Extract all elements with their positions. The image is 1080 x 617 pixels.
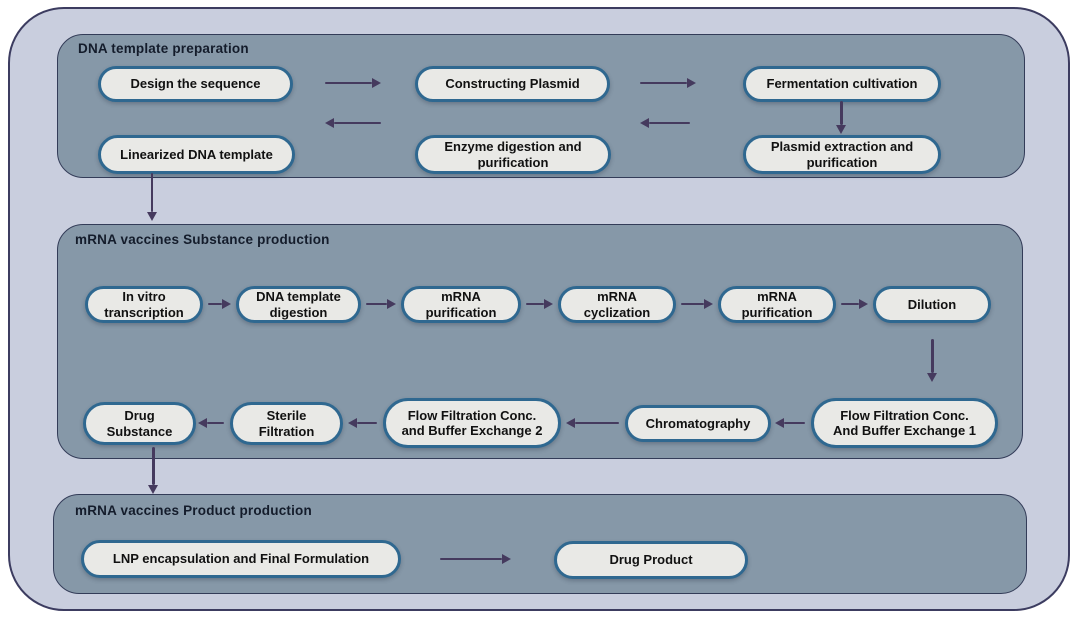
- section-dna-template-preparation: DNA template preparation Design the sequ…: [57, 34, 1025, 178]
- node-design-the-sequence: Design the sequence: [98, 66, 293, 102]
- section-mrna-substance-production: mRNA vaccines Substance production In vi…: [57, 224, 1023, 459]
- arrow-sterile-to-drug-substance: [207, 421, 224, 424]
- node-mrna-purification-1: mRNA purification: [401, 286, 521, 323]
- arrow-dilution-down-to-ffc1: [931, 339, 934, 373]
- section-mrna-product-production: mRNA vaccines Product production LNP enc…: [53, 494, 1027, 594]
- node-mrna-purification-2: mRNA purification: [718, 286, 836, 323]
- node-dilution: Dilution: [873, 286, 991, 323]
- arrow-extraction-to-enzyme: [649, 121, 690, 124]
- node-plasmid-extraction-purification: Plasmid extraction and purification: [743, 135, 941, 174]
- arrow-plasmid-to-fermentation: [640, 81, 687, 84]
- node-in-vitro-transcription: In vitro transcription: [85, 286, 203, 323]
- node-mrna-cyclization: mRNA cyclization: [558, 286, 676, 323]
- node-flow-filtration-buffer-exchange-2: Flow Filtration Conc. and Buffer Exchang…: [383, 398, 561, 448]
- arrow-fermentation-down-to-extraction: [840, 101, 843, 125]
- node-constructing-plasmid: Constructing Plasmid: [415, 66, 610, 102]
- arrow-purification2-to-dilution: [841, 302, 859, 305]
- node-linearized-dna-template: Linearized DNA template: [98, 135, 295, 174]
- node-drug-product: Drug Product: [554, 541, 748, 579]
- diagram-outer-panel: DNA template preparation Design the sequ…: [8, 7, 1070, 611]
- arrow-cyclization-to-purification2: [681, 302, 704, 305]
- node-drug-substance: Drug Substance: [83, 402, 196, 445]
- arrow-digestion-to-purification1: [366, 302, 387, 305]
- arrow-purification1-to-cyclization: [526, 302, 544, 305]
- node-sterile-filtration: Sterile Filtration: [230, 402, 343, 445]
- section-title: DNA template preparation: [78, 41, 249, 56]
- node-flow-filtration-buffer-exchange-1: Flow Filtration Conc. And Buffer Exchang…: [811, 398, 998, 448]
- node-dna-template-digestion: DNA template digestion: [236, 286, 361, 323]
- arrow-linearized-to-substance-section: [150, 173, 153, 212]
- node-enzyme-digestion-purification: Enzyme digestion and purification: [415, 135, 611, 174]
- section-title: mRNA vaccines Substance production: [75, 232, 330, 247]
- node-lnp-encapsulation-final-formulation: LNP encapsulation and Final Formulation: [81, 540, 401, 578]
- section-title: mRNA vaccines Product production: [75, 503, 312, 518]
- arrow-lnp-to-drug-product: [440, 557, 502, 560]
- node-fermentation-cultivation: Fermentation cultivation: [743, 66, 941, 102]
- arrow-drug-substance-to-product-section: [152, 447, 155, 485]
- arrow-invitro-to-digestion: [208, 302, 222, 305]
- arrow-design-to-plasmid: [325, 81, 372, 84]
- arrow-ffc2-to-sterile: [357, 421, 377, 424]
- arrow-ffc1-to-chromatography: [784, 421, 805, 424]
- arrow-chromatography-to-ffc2: [575, 421, 619, 424]
- arrow-enzyme-to-linearized: [334, 121, 381, 124]
- node-chromatography: Chromatography: [625, 405, 771, 442]
